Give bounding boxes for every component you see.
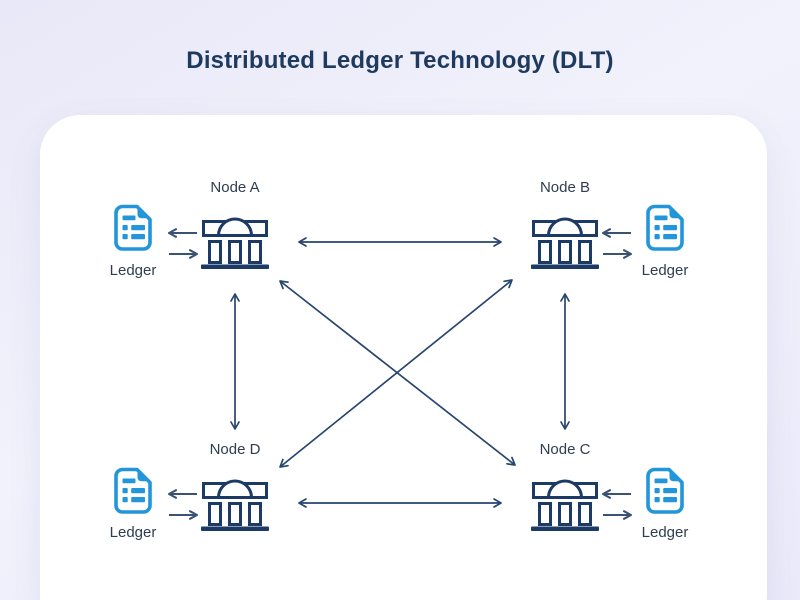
node-b-label: Node B: [539, 179, 591, 196]
ledger-d-label: Ledger: [109, 524, 157, 541]
page-title: Distributed Ledger Technology (DLT): [186, 47, 614, 74]
bank-icon: [201, 217, 269, 269]
ledger-c-label: Ledger: [641, 524, 689, 541]
ledger-document-icon: [114, 467, 152, 514]
node-d-label: Node D: [209, 441, 261, 458]
bank-icon: [201, 479, 269, 531]
node-c-label: Node C: [539, 441, 591, 458]
node-a-label: Node A: [210, 179, 260, 196]
ledger-document-icon: [114, 204, 152, 251]
ledger-b-label: Ledger: [641, 262, 689, 279]
ledger-document-icon: [646, 467, 684, 514]
bank-icon: [531, 217, 599, 269]
ledger-a-label: Ledger: [109, 262, 157, 279]
ledger-document-icon: [646, 204, 684, 251]
bank-icon: [531, 479, 599, 531]
